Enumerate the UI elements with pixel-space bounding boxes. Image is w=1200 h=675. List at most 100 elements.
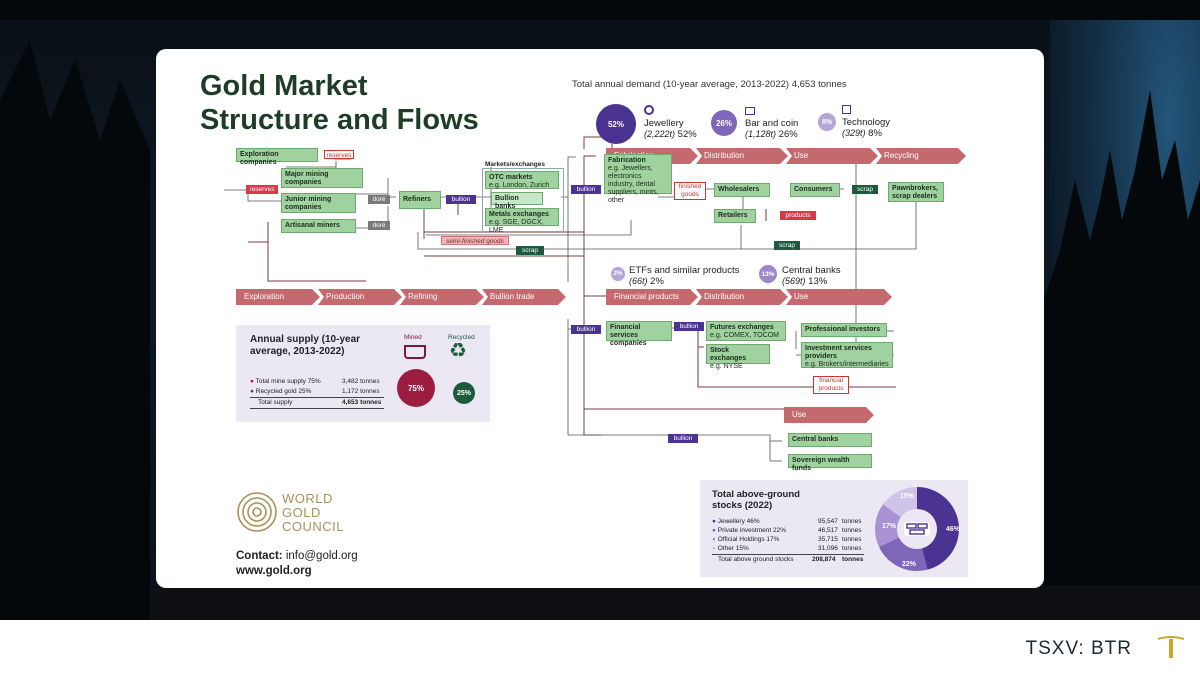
stage-use: Use xyxy=(786,148,878,164)
metals-exchanges-label: Metals exchanges xyxy=(489,211,549,218)
exploration-companies-node: Exploration companies xyxy=(236,148,318,166)
fabrication-label: Fabrication xyxy=(608,157,646,164)
inv-services-label: Investment services providers xyxy=(805,345,872,360)
stocks-row-jewellery: ● Jewellery 46% xyxy=(712,518,760,525)
stocks-row-private-label: Private investment 22% xyxy=(717,527,787,534)
ring-icon xyxy=(644,105,654,115)
technology-demand-label: Technology (329t) 8% xyxy=(842,105,890,139)
stocks-row-official-value: 35,715 xyxy=(818,536,838,543)
footer-bar xyxy=(0,620,1200,675)
finished-goods-tag: finished goods xyxy=(674,182,706,200)
stage-distribution: Distribution xyxy=(696,148,788,164)
etfs-amount: (66t) xyxy=(629,276,648,286)
donut-slices xyxy=(875,487,960,571)
stage-distribution-fin: Distribution xyxy=(696,289,788,305)
stage-exploration: Exploration xyxy=(236,289,320,305)
demand-heading: Total annual demand (10-year average, 20… xyxy=(572,79,847,90)
bar-coin-demand-label: Bar and coin (1,128t) 26% xyxy=(745,107,798,140)
supply-row-total-label: Total supply xyxy=(258,399,293,406)
etfs-demand-label: ETFs and similar products (66t) 2% xyxy=(629,265,739,287)
donut-slice-other xyxy=(883,487,917,518)
jewellery-amount: (2,222t) xyxy=(644,129,676,139)
mine-cart-icon xyxy=(404,345,426,359)
recycle-icon: ♻ xyxy=(449,340,467,362)
financial-services-node: Financial services companies xyxy=(606,321,672,347)
bullion-tag-exchanges: bullion xyxy=(674,322,704,331)
donut-label-other: 15% xyxy=(900,493,915,500)
central-banks-demand-label: Central banks (569t) 13% xyxy=(782,265,841,287)
otc-markets-node: OTC markets e.g. London, Zurich xyxy=(485,171,559,189)
metals-exchanges-eg: e.g. SGE, DGCX, LME xyxy=(489,219,544,234)
donut-slice-private xyxy=(878,537,928,571)
slide-title: Gold Market Structure and Flows xyxy=(200,69,540,137)
gold-bars-icon xyxy=(906,523,928,535)
stocks-row-official-label: Official Holdings 17% xyxy=(717,536,780,543)
investment-services-node: Investment services providers e.g. Broke… xyxy=(801,342,893,368)
stocks-row-jewellery-value: 95,547 xyxy=(818,518,838,525)
stocks-divider xyxy=(712,554,864,555)
bullion-tag-central: bullion xyxy=(668,434,698,443)
donut-slice-jewellery xyxy=(917,487,960,570)
supply-divider-bottom xyxy=(250,408,384,409)
central-banks-amount: (569t) xyxy=(782,276,806,286)
tree-silhouettes xyxy=(0,0,1200,620)
central-banks-node: Central banks xyxy=(788,433,872,447)
website-link[interactable]: www.gold.org xyxy=(236,565,312,577)
stocks-row-official: ● Official Holdings 17% xyxy=(712,536,780,543)
stocks-row-jewellery-unit: tonnes xyxy=(842,518,862,525)
reserves-tag-left: reserves xyxy=(246,185,278,194)
bullion-tag-financial: bullion xyxy=(571,325,601,334)
supply-row-mine: ● Total mine supply 75% xyxy=(250,378,321,385)
jewellery-pct: 52% xyxy=(677,129,697,140)
major-mining-node: Major mining companies xyxy=(281,168,363,188)
stocks-row-total-unit: tonnes xyxy=(842,556,864,563)
slide-title-line1: Gold Market xyxy=(200,70,368,102)
wgc-wordmark: WORLD GOLD COUNCIL xyxy=(282,492,344,534)
stocks-row-private-value: 46,517 xyxy=(818,527,838,534)
stage-bullion-trade: Bullion trade xyxy=(482,289,566,305)
sovereign-wealth-node: Sovereign wealth funds xyxy=(788,454,872,472)
central-banks-name: Central banks xyxy=(782,265,841,276)
scrap-tag-top: scrap xyxy=(852,185,878,194)
stocks-row-other-value: 31,096 xyxy=(818,545,838,552)
stage-use-fin: Use xyxy=(786,289,892,305)
central-banks-pct: 13% xyxy=(808,276,828,287)
stocks-row-jewellery-label: Jewellery 46% xyxy=(717,518,760,525)
stage-floor xyxy=(150,585,1200,620)
futures-eg: e.g. COMEX, TOCOM xyxy=(710,332,779,339)
professional-investors-node: Professional investors xyxy=(801,323,887,337)
recycled-pct-circle: 25% xyxy=(453,382,475,404)
bar-coin-amount: (1,128t) xyxy=(745,129,777,139)
scrap-tag-mid: scrap xyxy=(774,241,800,250)
stocks-row-other-unit: tonnes xyxy=(842,545,862,552)
semi-finished-tag: semi-finished goods xyxy=(441,236,509,245)
jewellery-name: Jewellery xyxy=(644,118,684,129)
wgc-logo-icon xyxy=(237,492,277,532)
contact-email[interactable]: info@gold.org xyxy=(285,550,358,562)
wgc-line3: COUNCIL xyxy=(282,519,345,534)
fabrication-node: Fabrication e.g. Jewellers, electronics … xyxy=(604,154,672,204)
stage-financial-products: Financial products xyxy=(606,289,698,305)
supply-row-total-value: 4,653 tonnes xyxy=(342,399,382,406)
donut-label-jewellery: 46% xyxy=(946,526,961,533)
supply-row-mine-label: Total mine supply 75% xyxy=(255,378,321,385)
junior-mining-node: Junior mining companies xyxy=(281,193,356,213)
technology-demand-circle: 8% xyxy=(818,113,836,131)
contact-label: Contact: xyxy=(236,550,283,562)
bar-coin-demand-circle: 26% xyxy=(711,110,737,136)
stocks-row-total-value: 208,874 xyxy=(812,556,836,563)
bullion-tag-fabrication: bullion xyxy=(571,185,601,194)
technology-pct: 8% xyxy=(868,128,882,139)
stage-production: Production xyxy=(318,289,402,305)
donut-label-official: 17% xyxy=(882,523,897,530)
metals-exchanges-node: Metals exchanges e.g. SGE, DGCX, LME xyxy=(485,208,559,234)
artisanal-miners-node: Artisanal miners xyxy=(281,219,356,233)
supply-row-mine-value: 3,482 tonnes xyxy=(342,378,380,385)
stocks-donut: 46% 22% 17% 15% xyxy=(875,487,961,571)
otc-markets-label: OTC markets xyxy=(489,174,533,181)
stock-eg: e.g. NYSE xyxy=(710,363,743,370)
supply-row-recycled-value: 1,172 tonnes xyxy=(342,388,380,395)
slide-title-line2: Structure and Flows xyxy=(200,104,479,136)
bullion-banks-node: Bullion banks xyxy=(491,192,543,210)
company-logo-icon xyxy=(1158,636,1184,658)
